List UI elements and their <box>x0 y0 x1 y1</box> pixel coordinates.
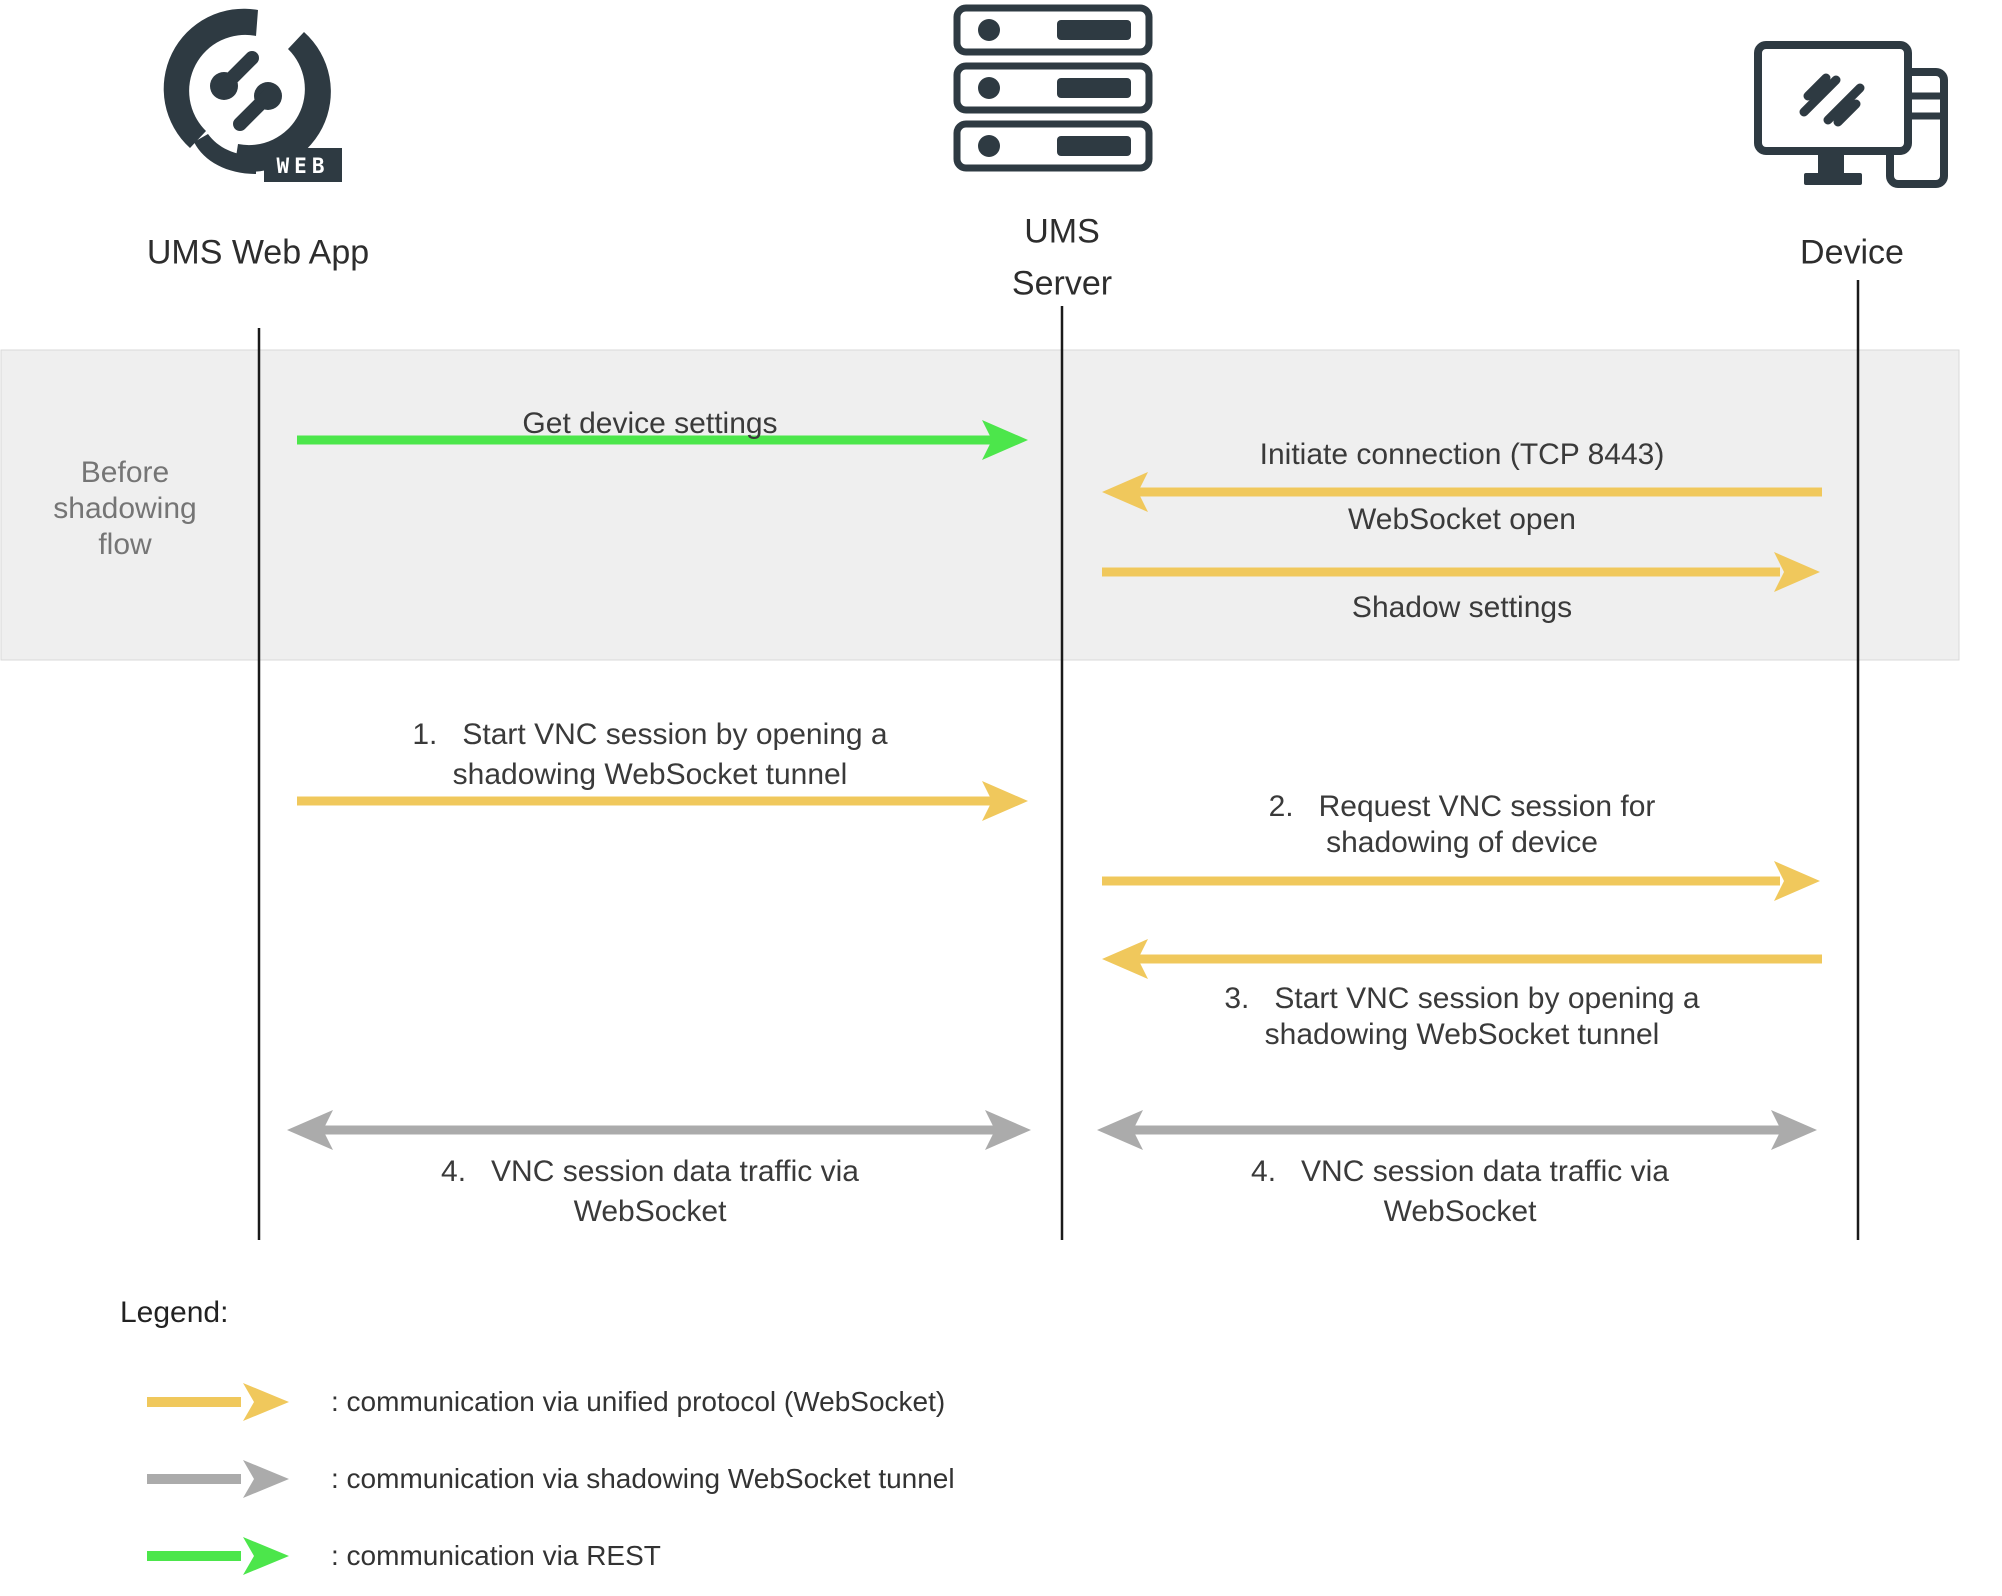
before-shadowing-flow-label: Before shadowing flow <box>53 456 197 561</box>
web-badge <box>264 148 342 182</box>
server-icon <box>953 4 1153 172</box>
legend-shadowing-label: : communication via shadowing WebSocket … <box>331 1463 955 1494</box>
message-step1-line2: shadowing WebSocket tunnel <box>452 758 848 791</box>
arrow-step2-request-vnc <box>1102 861 1820 901</box>
legend-item-rest: : communication via REST <box>143 1532 661 1580</box>
legend-rest-label: : communication via REST <box>331 1540 661 1571</box>
device-screen-logo-glyph <box>1799 73 1865 127</box>
message-step1-line1: 1. Start VNC session by opening a <box>412 718 888 751</box>
arrow-step1-start-vnc <box>297 781 1028 821</box>
message-websocket-open: WebSocket open <box>1348 503 1576 536</box>
message-step4-right-line1: 4. VNC session data traffic via <box>1251 1155 1669 1188</box>
actor-label-ums-server-line2: Server <box>1011 264 1113 303</box>
actor-label-ums-web-app: UMS Web App <box>146 233 370 272</box>
legend-item-shadowing: : communication via shadowing WebSocket … <box>143 1455 955 1503</box>
message-step4-left-line1: 4. VNC session data traffic via <box>441 1155 859 1188</box>
before-shadowing-region <box>0 349 1960 661</box>
legend-item-unified: : communication via unified protocol (We… <box>143 1378 945 1426</box>
arrow-get-device-settings <box>297 420 1028 460</box>
message-step4-left-line2: WebSocket <box>573 1195 727 1228</box>
message-get-device-settings: Get device settings <box>522 407 778 440</box>
message-step4-right-line2: WebSocket <box>1383 1195 1537 1228</box>
legend-rest-arrow-icon <box>147 1537 289 1575</box>
actor-label-ums-server-line1: UMS <box>1024 212 1100 251</box>
message-step2-line2: shadowing of device <box>1326 826 1598 859</box>
web-badge-label: WEB <box>277 154 330 178</box>
arrow-step4-vnc-traffic-left <box>287 1110 1031 1150</box>
ums-web-app-logo-icon: WEB <box>163 8 342 182</box>
arrow-websocket-open <box>1102 552 1820 592</box>
legend-shadowing-arrow-icon <box>147 1460 289 1498</box>
legend-unified-label: : communication via unified protocol (We… <box>331 1386 946 1417</box>
message-step3-line2: shadowing WebSocket tunnel <box>1264 1018 1660 1051</box>
arrow-step3-start-vnc <box>1102 939 1822 979</box>
message-step3-line1: 3. Start VNC session by opening a <box>1224 982 1700 1015</box>
legend-title: Legend: <box>120 1296 229 1329</box>
arrow-initiate-connection <box>1102 472 1822 512</box>
arrow-step4-vnc-traffic-right <box>1097 1110 1817 1150</box>
message-initiate-connection: Initiate connection (TCP 8443) <box>1259 438 1665 471</box>
message-shadow-settings: Shadow settings <box>1351 591 1573 624</box>
actor-label-device: Device <box>1800 233 1904 272</box>
device-icon <box>1754 41 1948 188</box>
legend-unified-arrow-icon <box>147 1383 289 1421</box>
message-step2-line1: 2. Request VNC session for <box>1268 790 1656 823</box>
